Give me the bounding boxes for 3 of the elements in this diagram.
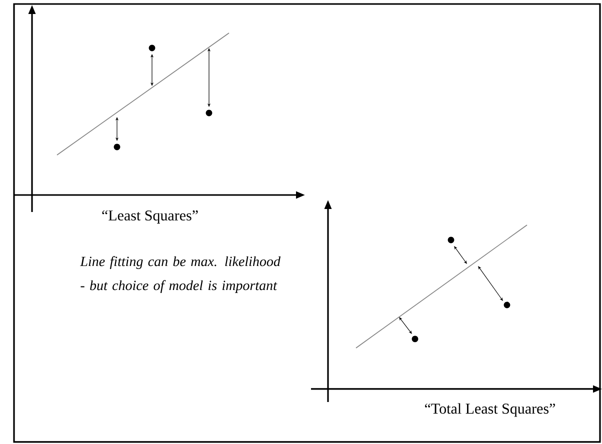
chart-caption: “Total Least Squares” — [425, 403, 555, 417]
note-text: Line fitting can be max. likelihood - but choice of model is important — [80, 256, 281, 294]
chart-caption: “Least Squares” — [102, 210, 198, 224]
